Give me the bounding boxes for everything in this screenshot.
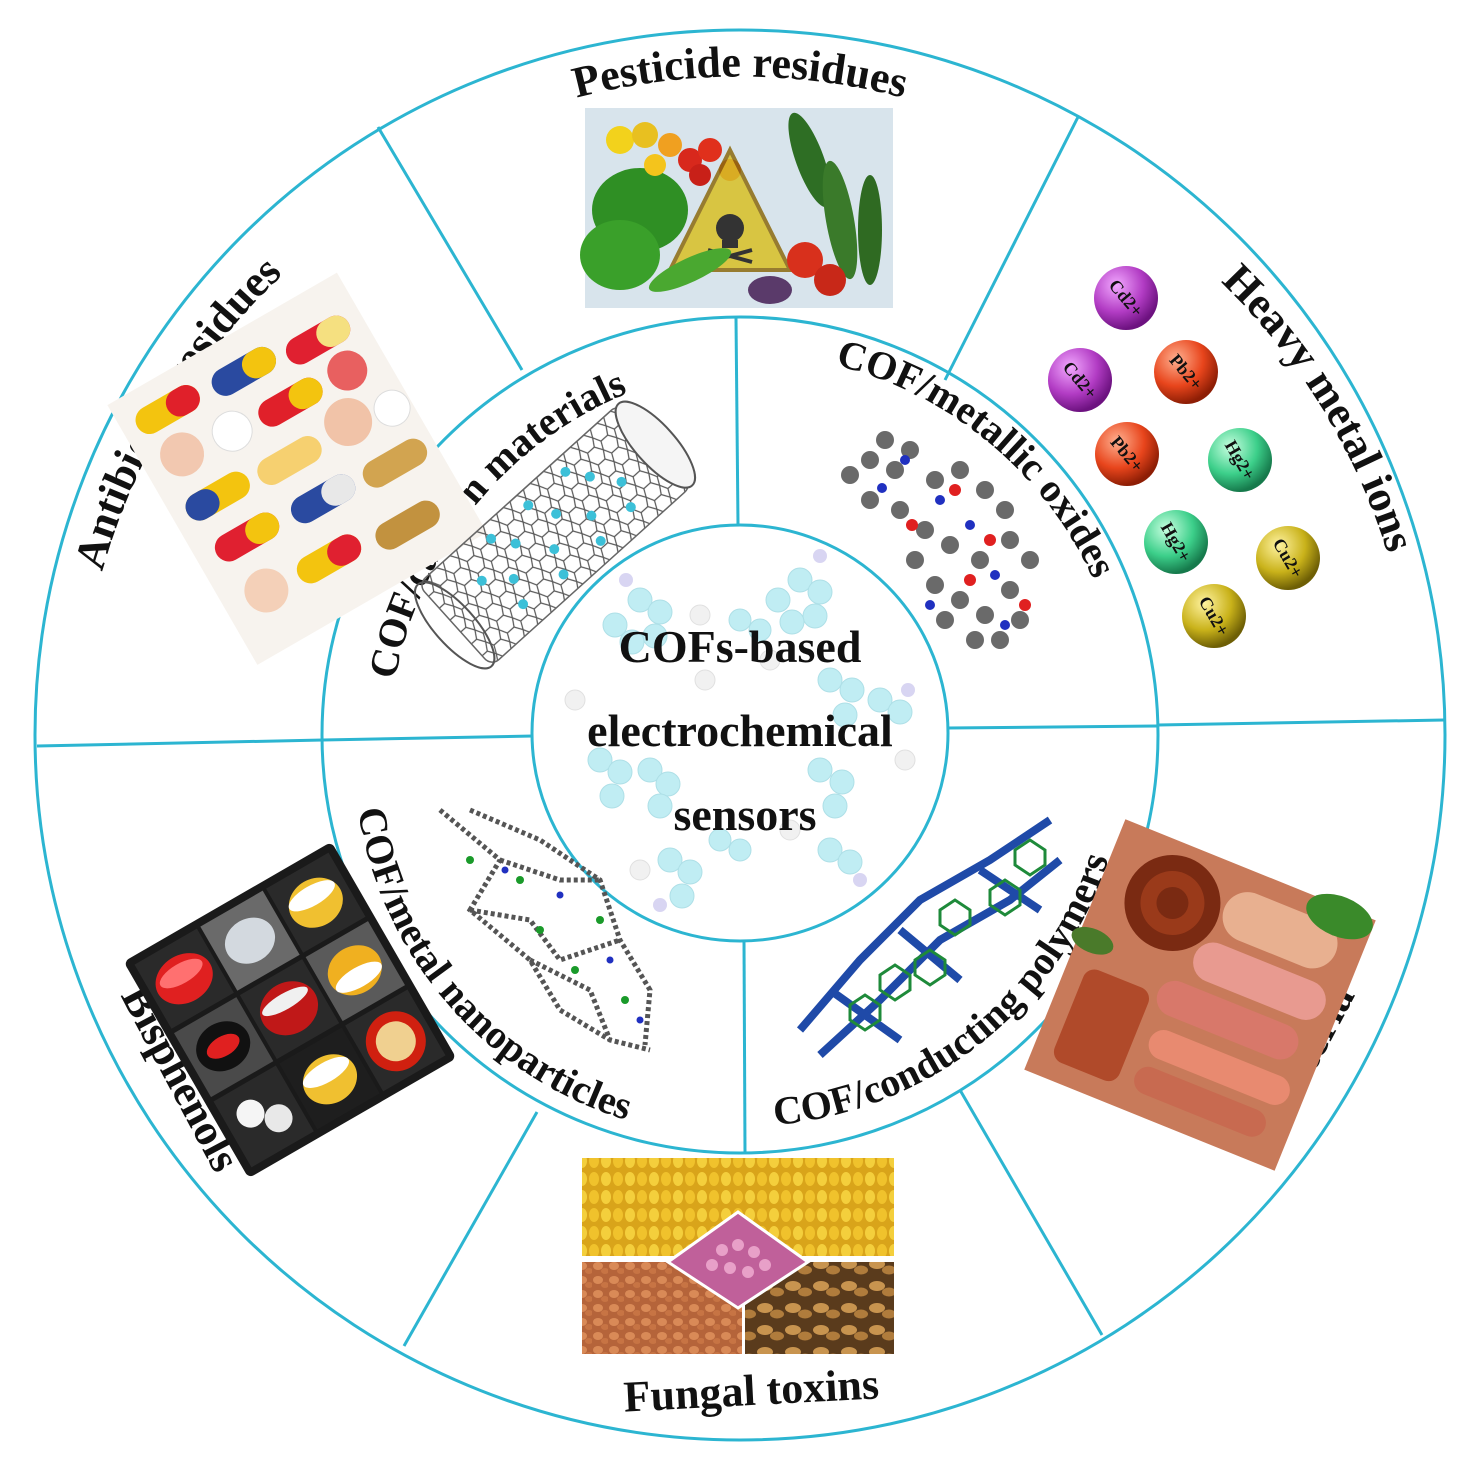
antibiotic-pills-image [107,272,487,665]
center-cof-structure-image [564,549,916,912]
label-fungal-toxins: Fungal toxins [622,1359,880,1421]
metal-nanoparticle-dots [466,856,644,1024]
divider-inner-2 [947,724,1158,730]
ion-sphere: Pb2+ [1154,340,1218,404]
divider-outer-1 [376,126,524,371]
ion-sphere: Cu2+ [1256,526,1320,590]
divider-inner-1 [734,317,740,526]
divider-inner-4 [322,734,534,742]
fungal-toxins-image [582,1158,894,1354]
center-title-line-2: electrochemical [587,705,893,756]
ion-sphere: Hg2+ [1208,428,1272,492]
label-pesticide-residues: Pesticide residues [567,37,913,107]
divider-outer-6 [36,738,324,748]
bisphenols-containers-image [125,843,455,1177]
divider-outer-2 [943,116,1080,381]
ion-sphere: Cd2+ [1048,348,1112,412]
divider-outer-4 [958,1089,1104,1336]
ion-sphere: Cu2+ [1182,584,1246,648]
center-ring [530,523,950,943]
center-title-line-1: COFs-based [619,621,862,672]
ion-sphere: Cd2+ [1094,266,1158,330]
carbon-nanotube-image [413,400,697,670]
center-title-line-3: sensors [673,789,816,840]
divider-inner-3 [742,940,747,1153]
ion-sphere: Pb2+ [1095,422,1159,486]
divider-outer-5 [402,1111,539,1347]
heavy-metal-ions-group: Cd2+ Cd2+ Pb2+ Pb2+ Hg2+ Hg2+ Cu2+ Cu2+ [1048,266,1320,648]
ion-sphere: Hg2+ [1144,510,1208,574]
conducting-polymer-network-image [796,816,1063,1058]
metal-nanoparticle-network-image [438,807,653,1053]
metallic-oxide-structure-image [841,431,1039,649]
middle-ring [320,315,1160,1155]
divider-outer-3 [1157,718,1445,727]
bacteria-meat-image [1024,819,1376,1171]
outer-ring [33,28,1447,1442]
label-heavy-metal-ions: Heavy metal ions [1214,254,1425,557]
pesticide-vegetables-image [580,108,893,308]
